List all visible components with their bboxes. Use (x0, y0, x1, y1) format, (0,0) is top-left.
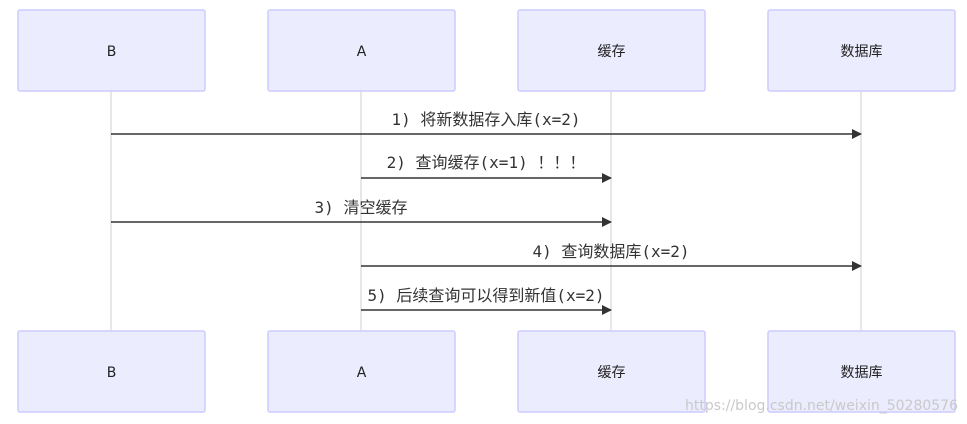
actor-top-cache: 缓存 (517, 9, 706, 92)
message-label: 3) 清空缓存 (315, 198, 408, 217)
actor-label: 缓存 (598, 44, 626, 60)
actor-bottom-a: A (267, 330, 456, 413)
actor-label: 数据库 (841, 44, 883, 60)
message-5: 5) 后续查询可以得到新值(x=2) (361, 286, 612, 315)
actor-top-a: A (267, 9, 456, 92)
actor-bottom-b: B (17, 330, 206, 413)
watermark: https://blog.csdn.net/weixin_50280576 (685, 398, 958, 414)
actor-top-b: B (17, 9, 206, 92)
message-1: 1) 将新数据存入库(x=2) (111, 110, 862, 139)
actor-bottom-db: 数据库 (767, 330, 956, 413)
actor-label: 数据库 (841, 365, 883, 381)
message-3: 3) 清空缓存 (111, 198, 612, 227)
actor-bottom-cache: 缓存 (517, 330, 706, 413)
message-2: 2) 查询缓存(x=1) ！！！ (361, 153, 612, 183)
actor-label: 缓存 (598, 365, 626, 381)
actor-label: B (107, 365, 117, 381)
actor-label: B (107, 44, 117, 60)
actor-top-db: 数据库 (767, 9, 956, 92)
message-label: 1) 将新数据存入库(x=2) (391, 110, 580, 129)
message-label: 5) 后续查询可以得到新值(x=2) (367, 286, 604, 305)
message-4: 4) 查询数据库(x=2) (361, 242, 862, 271)
actor-label: A (357, 44, 367, 60)
actor-label: A (357, 365, 367, 381)
message-label: 2) 查询缓存(x=1) ！！！ (387, 153, 586, 172)
message-label: 4) 查询数据库(x=2) (532, 242, 689, 261)
